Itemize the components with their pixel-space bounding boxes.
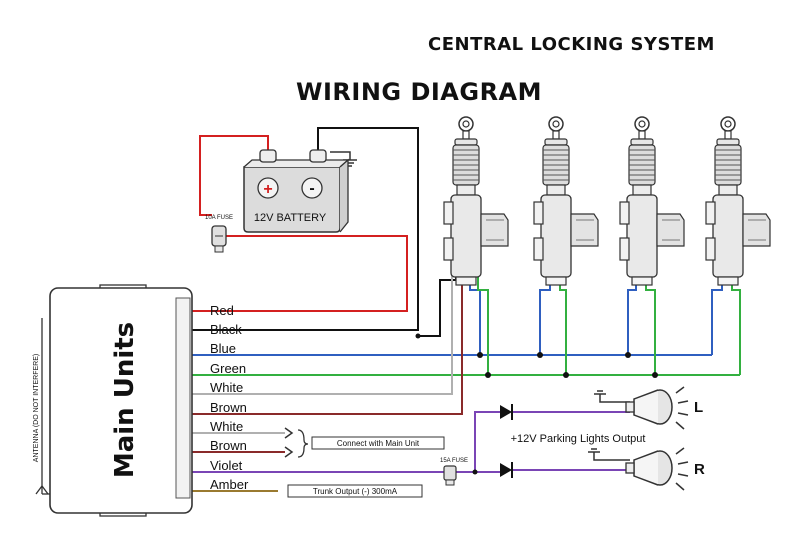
main-unit-label: Main Units [110,322,140,478]
antenna-label: ANTENNA (DO NOT INTERFERE) [33,354,40,462]
battery: + - 12V BATTERY [243,149,350,233]
trunk-note: Trunk Output (-) 300mA [287,484,423,498]
diode-left [500,404,513,420]
wire-black [190,127,419,331]
connect-note-text: Connect with Main Unit [337,439,420,448]
parking-light-left [625,386,689,430]
wire-label-white: White [210,380,244,395]
light-left-label: L [694,399,703,416]
fuse-10a-label: 10A FUSE [205,215,233,221]
wire-brown [190,272,463,415]
wire-label-red: Red [210,303,234,318]
wire-white [190,272,453,395]
battery-plus-label: + [263,181,272,198]
parking-lights-label: +12V Parking Lights Output [511,433,646,445]
fuse-10a: 10A FUSE [205,215,233,253]
wire-label-green: Green [210,361,247,376]
wire-label-brown: Brown [210,400,247,415]
battery-minus-label: - [309,180,314,197]
wire-label-brown-2: Brown [210,438,247,453]
parking-light-right [625,447,689,491]
fuse-15a: 15A FUSE [440,458,468,486]
ground-battery [330,151,351,160]
wire-red [190,235,408,312]
door-actuator-3 [619,116,685,286]
connect-note: Connect with Main Unit [311,436,445,450]
door-actuator-2 [533,116,599,286]
battery-label: 12V BATTERY [254,212,327,224]
wire-black-actuator [418,272,457,337]
wire-label-black: Black [210,322,242,337]
wire-label-amber: Amber [210,477,249,492]
door-actuator-4 [705,116,771,286]
main-unit: Main Units [49,284,193,517]
wire-red-battery [199,135,269,216]
trunk-note-text: Trunk Output (-) 300mA [313,487,398,496]
fuse-15a-label: 15A FUSE [440,458,468,464]
system-title: CENTRAL LOCKING SYSTEM [428,34,715,55]
wire-label-white-2: White [210,419,244,434]
diagram-title: WIRING DIAGRAM [296,78,543,106]
diode-right [500,462,513,478]
wire-label-violet: Violet [210,458,243,473]
door-actuator-1 [443,116,509,286]
light-right-label: R [694,461,705,478]
antenna: ANTENNA (DO NOT INTERFERE) [33,318,50,495]
wire-label-blue: Blue [210,341,237,356]
